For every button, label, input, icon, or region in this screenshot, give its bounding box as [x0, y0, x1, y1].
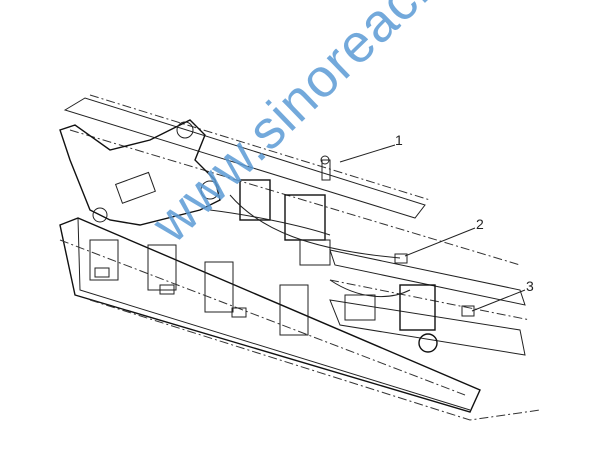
leader-line-1	[339, 144, 396, 163]
cylinder-bracket	[399, 284, 436, 331]
right-rail	[329, 249, 526, 306]
callout-3: 3	[526, 278, 534, 294]
lower-frame	[59, 217, 481, 413]
leader-line-2	[404, 227, 476, 257]
upper-frame-centerline	[69, 129, 521, 266]
boom-bracket	[59, 119, 221, 226]
upper-frame-top	[63, 97, 426, 219]
callout-1: 1	[395, 132, 403, 148]
callout-2: 2	[476, 216, 484, 232]
pivot-hole	[200, 180, 220, 200]
leader-line-3	[471, 289, 526, 312]
